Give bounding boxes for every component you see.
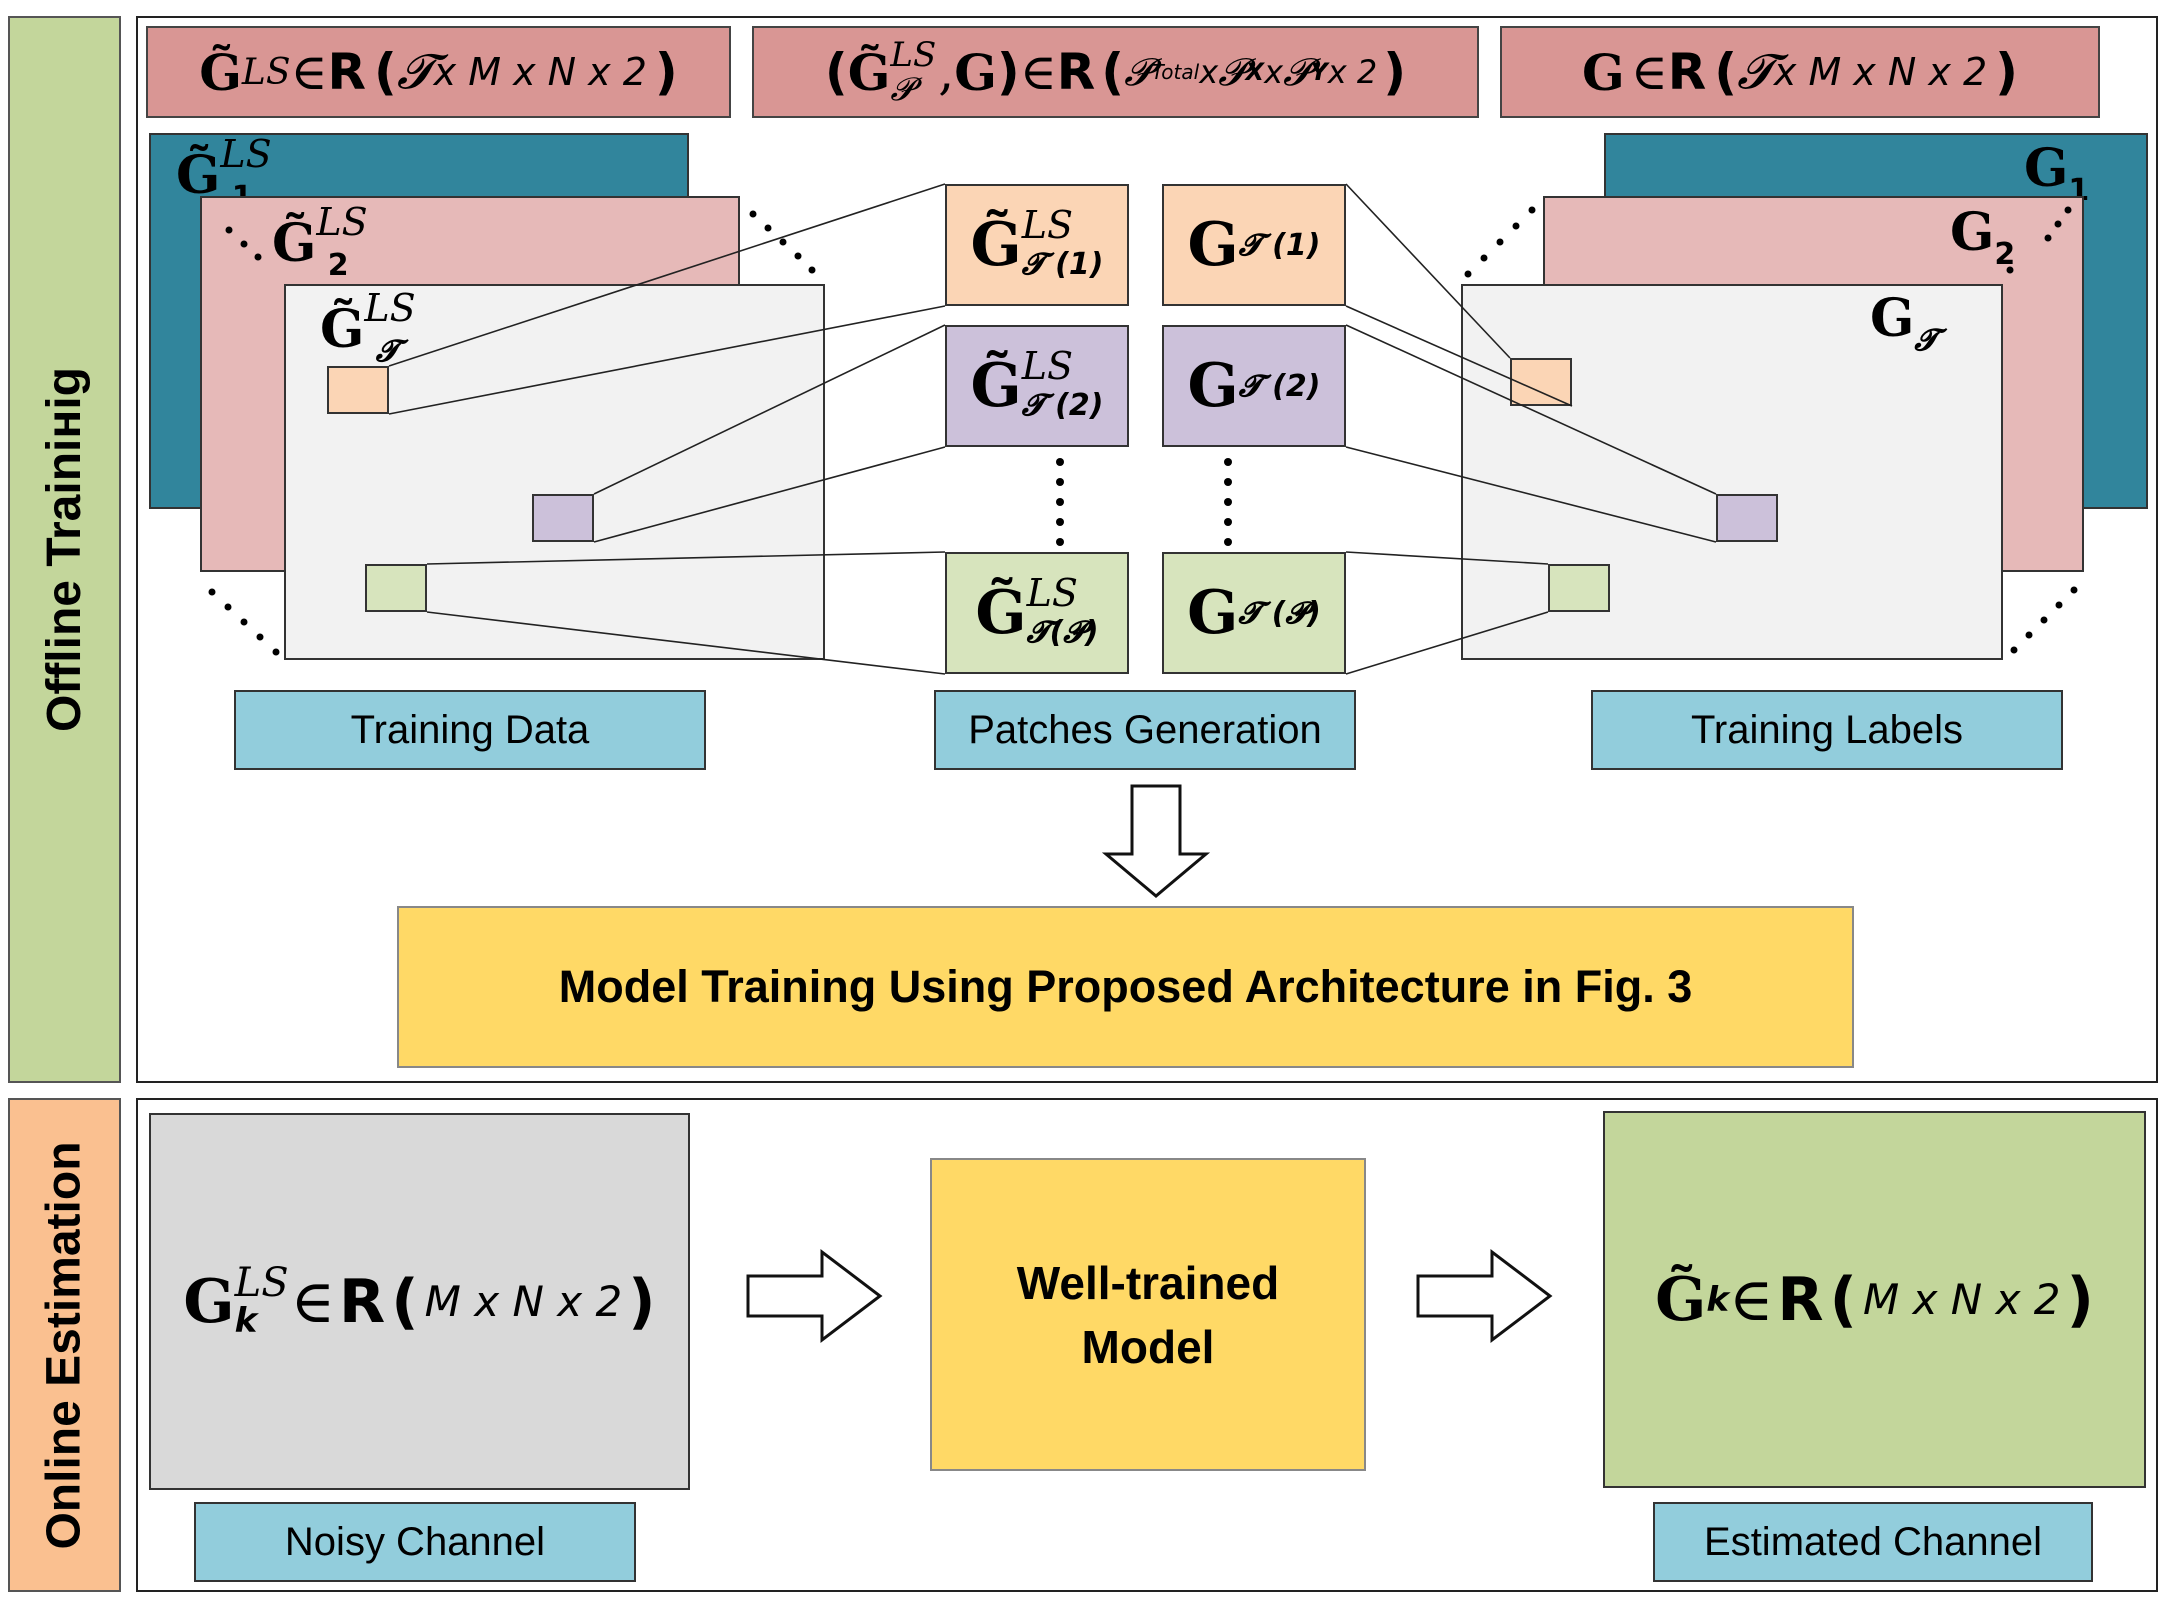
training-labels-layer-3-label: G𝓣 (1870, 288, 1938, 358)
patch-connector-lines (388, 183, 1717, 675)
training-data-layer-1-label: G̃LS1 (176, 132, 272, 215)
noisy-channel-label: Noisy Channel (194, 1502, 636, 1582)
estimated-channel-box: G̃k∈R(M x N x 2) (1603, 1111, 2146, 1488)
model-line-1: Well-trained (1016, 1256, 1280, 1309)
data-patch-green (365, 564, 427, 612)
training-labels-label: Training Labels (1591, 690, 2063, 770)
training-data-layer-3-label: G̃LS𝓣 (320, 286, 416, 369)
data-patch-orange (327, 366, 389, 414)
training-data-label: Training Data (234, 690, 706, 770)
training-labels-layer-2-label: G2 (1950, 202, 2016, 272)
offline-training-bar: Offline Trainінig (8, 16, 121, 1083)
label-patch-orange (1510, 358, 1572, 406)
label-patch-purple (1716, 494, 1778, 542)
model-training-box: Model Training Using Proposed Architectu… (397, 906, 1854, 1068)
label-patch-green (1548, 564, 1610, 612)
right-arrow-icon-1 (746, 1248, 883, 1344)
header-training-labels-dims: G∈R(𝓣 x M x N x 2) (1500, 26, 2100, 118)
ellipsis-dots (208, 206, 2078, 656)
model-line-2: Model (1081, 1320, 1215, 1373)
well-trained-model-box: Well-trained Model (930, 1158, 1366, 1471)
flow-arrows (746, 784, 1553, 1344)
header-training-data-dims: G̃LS∈R(𝓣 x M x N x 2) (146, 26, 731, 118)
down-arrow-icon (1101, 784, 1211, 898)
right-arrow-icon-2 (1416, 1248, 1553, 1344)
data-patch-purple (532, 494, 594, 542)
estimated-channel-label: Estimated Channel (1653, 1502, 2093, 1582)
training-data-layer-2-label: G̃LS2 (272, 200, 368, 283)
online-estimation-bar: Online Estimation (8, 1098, 121, 1592)
patches-generation-label: Patches Generation (934, 690, 1356, 770)
